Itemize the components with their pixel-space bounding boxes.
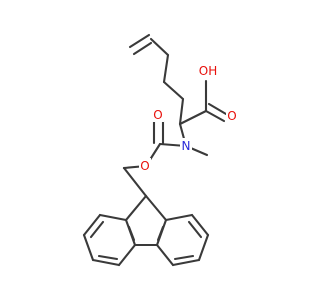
- ester-oxygen-label: O: [140, 159, 149, 173]
- atom-labels: OH O N O O: [139, 63, 238, 173]
- bond-left-ring-inner-c: [127, 225, 136, 242]
- hydroxyl-label-bg: [198, 63, 218, 78]
- bond-c4-c5: [162, 80, 185, 101]
- bond-c9-c8a: [144, 194, 168, 222]
- bond-right-ring-4: [171, 258, 201, 267]
- carbamate-carbonyl-oxygen-label: O: [153, 108, 162, 122]
- bond-cooh-o-double-a: [204, 109, 226, 123]
- acid-carbonyl-label-bg: [226, 108, 238, 123]
- molecule-canvas: OH O N O O: [82, 33, 238, 267]
- ester-oxygen-label-bg: [139, 158, 151, 173]
- hydroxyl-oxygen-label: OH: [199, 64, 217, 78]
- bond-vinyl-double-b: [132, 41, 153, 56]
- bond-right-ring-2: [190, 213, 210, 237]
- bond-alpha-cooh: [178, 109, 208, 126]
- bond-left-ring-5: [117, 243, 137, 267]
- bond-left-ring-3: [82, 233, 95, 262]
- bond-vinyl-double-a: [128, 33, 151, 49]
- bond-right-ring-inner-a: [187, 220, 203, 239]
- bond-cooh-o-double-b: [207, 102, 228, 116]
- bond-left-ring-1: [98, 213, 128, 222]
- carbamate-carbonyl-label-bg: [152, 107, 164, 122]
- bond-left-ring-inner-a: [89, 220, 105, 239]
- bond-right-ring-1: [164, 213, 194, 222]
- bond-left-ring-inner-b: [97, 254, 119, 261]
- bond-right-ring-inner-b: [173, 254, 195, 261]
- bond-right-ring-5: [155, 243, 175, 267]
- acid-carbonyl-oxygen-label: O: [227, 109, 236, 123]
- bond-ch2-c9: [122, 166, 148, 198]
- bond-right-ring-3: [197, 233, 210, 262]
- bond-c2-c3: [149, 37, 170, 57]
- amine-label-bg: [180, 138, 192, 153]
- molecule-structure: OH O N O O: [82, 33, 238, 267]
- bond-left-ring-4: [91, 258, 121, 267]
- bond-right-ring-inner-c: [156, 225, 165, 242]
- amine-nitrogen-label: N: [182, 139, 191, 153]
- bond-left-ring-2: [82, 213, 102, 237]
- bond-c3-c4: [162, 53, 170, 84]
- bond-c9-c9a: [124, 194, 148, 222]
- bond-c5-alpha: [178, 97, 185, 126]
